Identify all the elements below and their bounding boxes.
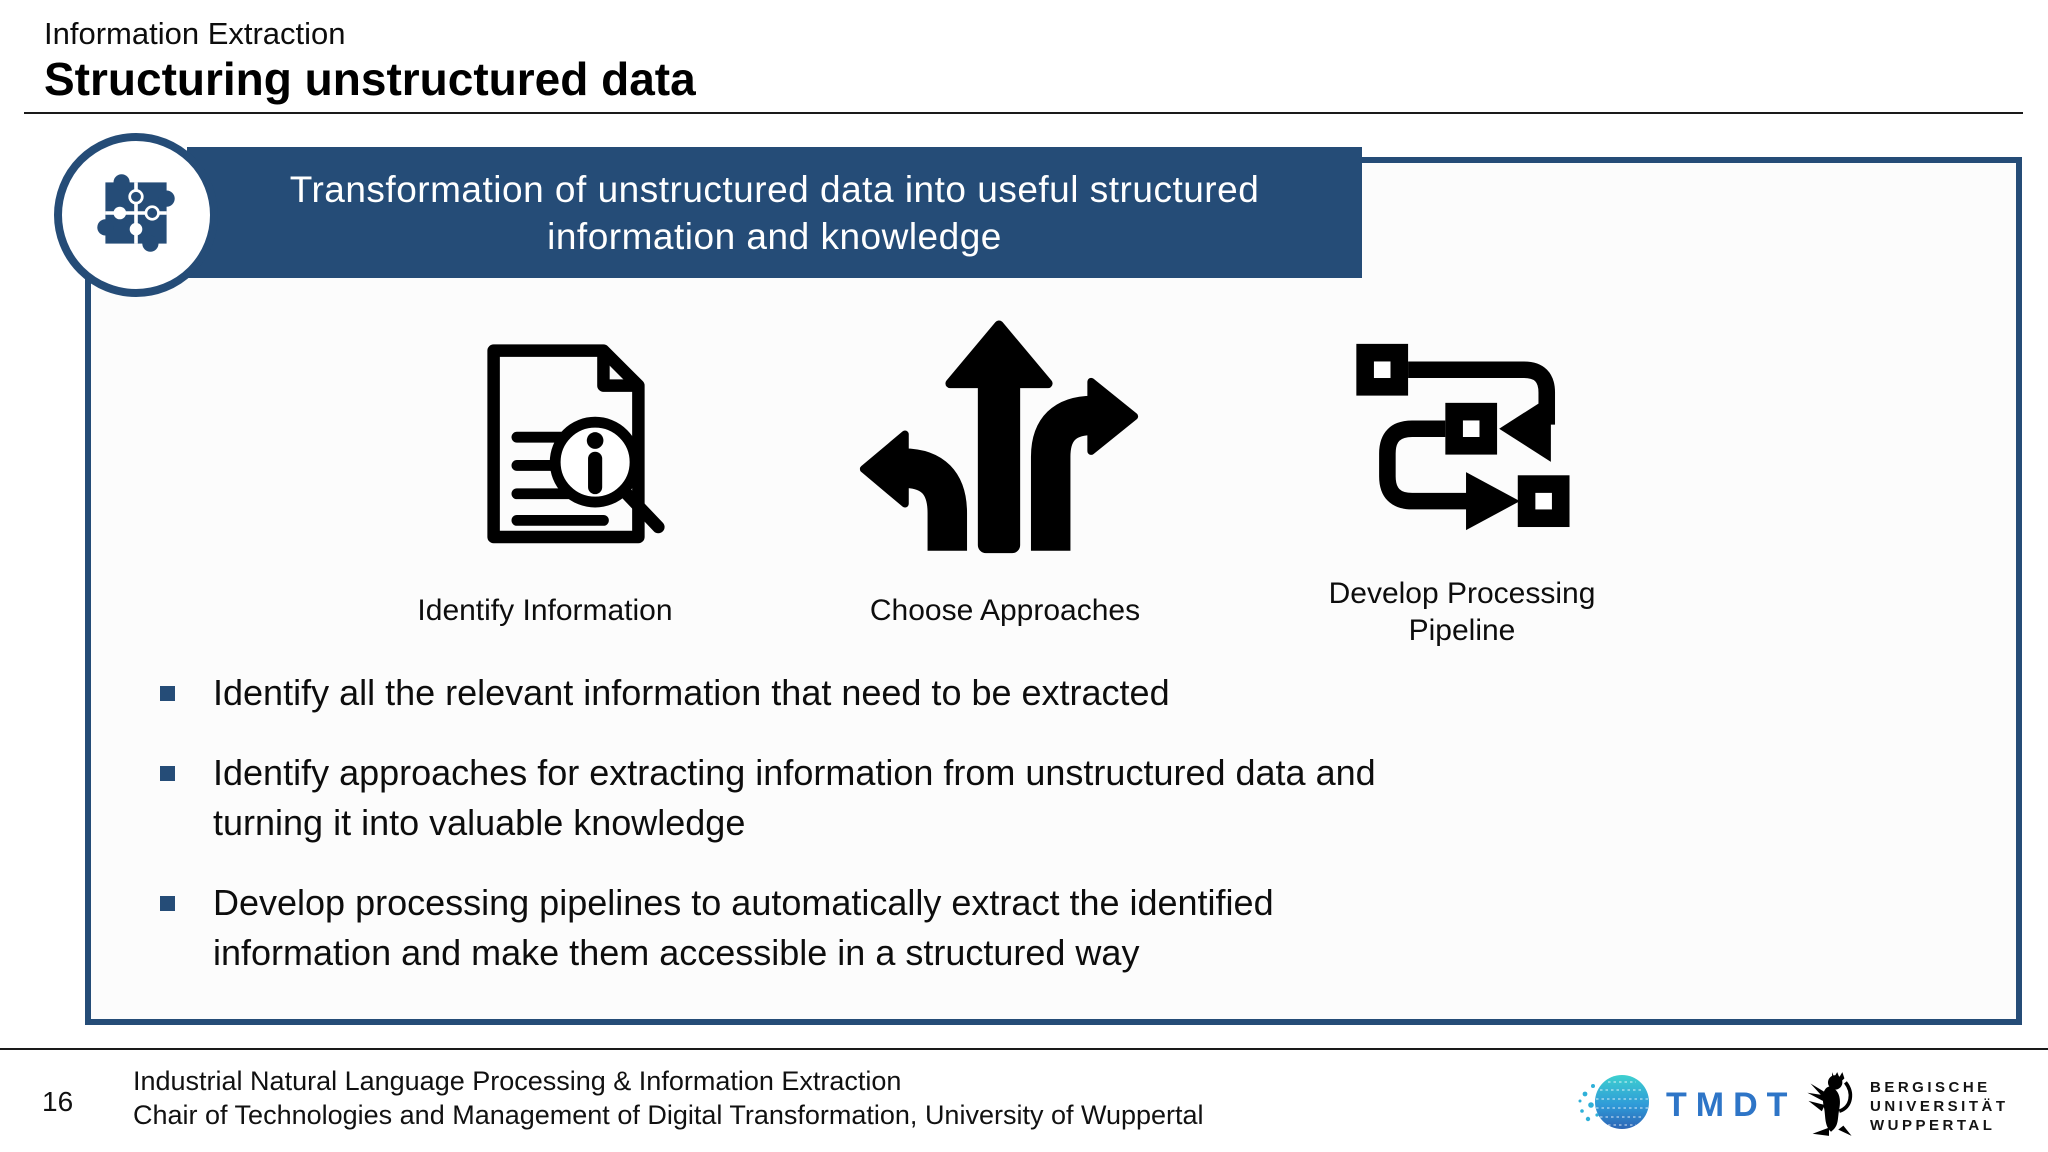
university-wordmark-line: BERGISCHE bbox=[1870, 1079, 1991, 1096]
lion-emblem-icon bbox=[1798, 1066, 1860, 1147]
step-label-choose-approaches: Choose Approaches bbox=[845, 592, 1165, 629]
slide-kicker: Information Extraction bbox=[44, 16, 346, 51]
footer-line: Industrial Natural Language Processing &… bbox=[133, 1066, 902, 1096]
bullet-line: information and make them accessible in … bbox=[213, 932, 1140, 973]
bullet-square-icon bbox=[160, 896, 175, 911]
step-label-develop-processing-pipeline: Develop Processing Pipeline bbox=[1302, 575, 1622, 649]
step-label-line: Develop Processing bbox=[1328, 577, 1596, 610]
bullet-square-icon bbox=[160, 686, 175, 701]
tmdt-logo: TMDT bbox=[1578, 1072, 1796, 1139]
header-divider bbox=[24, 112, 2023, 114]
bullet-line: Develop processing pipelines to automati… bbox=[213, 882, 1274, 923]
bullet-line: Identify approaches for extracting infor… bbox=[213, 752, 1376, 793]
page-number: 16 bbox=[42, 1086, 74, 1117]
process-pipeline-icon bbox=[1346, 333, 1584, 546]
list-item: Develop processing pipelines to automati… bbox=[160, 878, 1640, 978]
footer-divider bbox=[0, 1048, 2048, 1050]
footer-text: Industrial Natural Language Processing &… bbox=[133, 1064, 1204, 1132]
list-item: Identify all the relevant information th… bbox=[160, 668, 1640, 718]
university-wordmark-line: WUPPERTAL bbox=[1870, 1117, 1996, 1134]
bullet-line: turning it into valuable knowledge bbox=[213, 802, 746, 843]
university-wordmark-line: UNIVERSITÄT bbox=[1870, 1098, 2009, 1115]
bullet-line: Identify all the relevant information th… bbox=[213, 672, 1170, 713]
university-wuppertal-logo: BERGISCHE UNIVERSITÄT WUPPERTAL bbox=[1798, 1066, 2009, 1147]
university-wordmark: BERGISCHE UNIVERSITÄT WUPPERTAL bbox=[1870, 1078, 2009, 1135]
puzzle-icon bbox=[82, 159, 190, 272]
tmdt-wordmark: TMDT bbox=[1666, 1086, 1797, 1124]
step-label-identify-information: Identify Information bbox=[385, 592, 705, 629]
bullet-list: Identify all the relevant information th… bbox=[160, 668, 1640, 1008]
step-label-line: Pipeline bbox=[1408, 614, 1516, 647]
step-label-line: Identify Information bbox=[417, 594, 673, 627]
page-title: Structuring unstructured data bbox=[44, 53, 696, 105]
list-item: Identify approaches for extracting infor… bbox=[160, 748, 1640, 848]
bullet-square-icon bbox=[160, 766, 175, 781]
tmdt-globe-icon bbox=[1578, 1072, 1654, 1139]
step-label-line: Choose Approaches bbox=[869, 594, 1141, 627]
content-box bbox=[85, 157, 2022, 1025]
direction-arrows-icon bbox=[858, 314, 1140, 567]
footer-line: Chair of Technologies and Management of … bbox=[133, 1100, 1204, 1130]
puzzle-badge bbox=[54, 133, 218, 297]
document-info-magnifier-icon bbox=[462, 326, 670, 565]
banner-text-line: Transformation of unstructured data into… bbox=[289, 168, 1260, 210]
banner-text-line: information and knowledge bbox=[547, 215, 1002, 257]
banner: Transformation of unstructured data into… bbox=[187, 147, 1362, 278]
